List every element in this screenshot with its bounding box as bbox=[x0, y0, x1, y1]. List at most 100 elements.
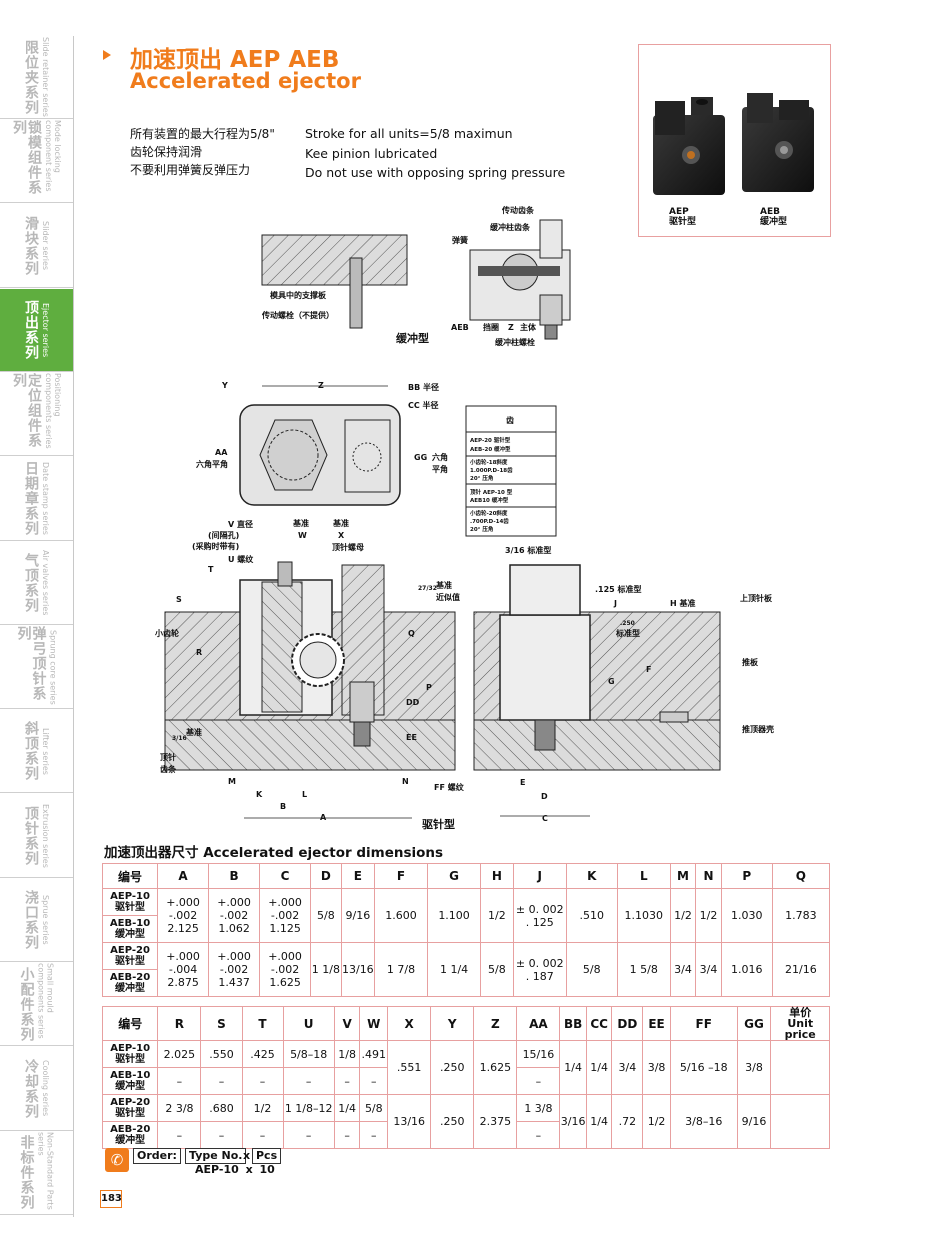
v-note-1: (间隔孔) bbox=[208, 530, 239, 540]
dim-gg: GG bbox=[414, 453, 427, 462]
dim-n: N bbox=[402, 777, 409, 786]
note-en-line: Kee pinion lubricated bbox=[305, 145, 438, 161]
cell-q: 21/16 bbox=[771, 942, 831, 997]
column-header: J bbox=[512, 863, 567, 889]
cell-t: – bbox=[241, 1067, 284, 1095]
cell-x: 13/16 bbox=[387, 1094, 432, 1149]
cell-u: 5/8–18 bbox=[282, 1040, 335, 1068]
cell-j: ± 0. 002. 125 bbox=[512, 888, 567, 943]
pin-type-caption: 驱针型 bbox=[422, 817, 455, 831]
cell-gg: 9/16 bbox=[736, 1094, 772, 1149]
dim-j: J bbox=[613, 599, 617, 608]
sidebar-tab-en: Lifter series bbox=[41, 727, 50, 775]
dim-r: R bbox=[196, 648, 202, 657]
column-header: F bbox=[374, 863, 429, 889]
dim-x: X bbox=[338, 531, 345, 540]
column-header: X bbox=[387, 1006, 432, 1041]
cell-w: .491 bbox=[359, 1040, 389, 1068]
sidebar-tab-zh: 气顶系列 bbox=[23, 552, 39, 613]
ff-thread-label: FF 螺纹 bbox=[434, 782, 465, 792]
label-drive-bolt: 传动螺栓（不提供） bbox=[261, 310, 334, 320]
unit-price-en: Unit price bbox=[784, 1017, 816, 1041]
cell-r: – bbox=[157, 1121, 202, 1149]
cell-k: 5/8 bbox=[565, 942, 618, 997]
cell-t: – bbox=[241, 1121, 284, 1149]
sidebar-tab-zh: 小配件系列 bbox=[18, 966, 35, 1042]
cell-u: 1 1/8–12 bbox=[282, 1094, 335, 1122]
sidebar-tab-zh: 限位夹系列 bbox=[23, 39, 39, 115]
dim-d: D bbox=[541, 792, 548, 801]
dim-e: E bbox=[520, 778, 525, 787]
dim-aa: AA bbox=[215, 448, 228, 457]
approx-label-1: 基准 bbox=[435, 580, 452, 590]
sidebar-tab-zh: 浇口系列 bbox=[23, 890, 39, 950]
dim-bb: BB 半径 bbox=[408, 382, 439, 392]
column-header: S bbox=[200, 1006, 243, 1041]
cell-z: 2.375 bbox=[473, 1094, 518, 1149]
aep-code: AEP bbox=[669, 207, 689, 217]
base-label-1: 基准 bbox=[292, 518, 309, 528]
cell-v: – bbox=[333, 1067, 361, 1095]
gear-row: AEP-20 驱针型 bbox=[470, 436, 511, 444]
cell-l: 1.1030 bbox=[616, 888, 671, 943]
top-plate-label: 上顶针板 bbox=[740, 593, 773, 603]
sidebar-tab-en: Cooling series bbox=[41, 1060, 50, 1117]
notes-en: Stroke for all units=5/8 maximun Kee pin… bbox=[305, 124, 565, 183]
cell-price bbox=[770, 1094, 830, 1149]
cell-price bbox=[770, 1040, 830, 1095]
dim-z: Z bbox=[318, 381, 324, 390]
hex-right-label-1: 六角 bbox=[432, 452, 448, 462]
dim-p: P bbox=[426, 683, 432, 692]
sidebar-tab-zh: 弹弓顶针系列 bbox=[15, 626, 47, 702]
gear-row: 1.000P.D-18齿 bbox=[470, 466, 513, 474]
type-no-box: Type No. bbox=[185, 1148, 247, 1164]
aep-type: 驱针型 bbox=[669, 217, 697, 227]
gear-row: 20° 压角 bbox=[470, 474, 493, 482]
order-label: Order: bbox=[133, 1148, 181, 1164]
gear-row: 小齿轮-18斜度 bbox=[470, 458, 508, 466]
dim-f: F bbox=[646, 665, 651, 674]
order-x: x bbox=[243, 1149, 251, 1162]
phone-icon: ✆ bbox=[105, 1148, 129, 1172]
cell-r: 2 3/8 bbox=[157, 1094, 202, 1122]
sidebar-tab-zh: 冷却系列 bbox=[23, 1058, 39, 1119]
aeb-unit-picture bbox=[742, 93, 814, 192]
column-header: FF bbox=[669, 1006, 738, 1041]
sidebar-tab-en: Non-Standard Parts series bbox=[36, 1131, 55, 1210]
label-z: Z bbox=[508, 323, 514, 332]
dim-s: S bbox=[176, 595, 182, 604]
pin-nut-label: 顶针螺母 bbox=[332, 542, 364, 552]
column-header: E bbox=[340, 863, 376, 889]
cell-gg: 3/8 bbox=[736, 1040, 772, 1095]
cell-cc: 1/4 bbox=[585, 1094, 613, 1149]
cell-s: – bbox=[200, 1121, 243, 1149]
label-drive-gear: 传动齿条 bbox=[501, 205, 535, 215]
